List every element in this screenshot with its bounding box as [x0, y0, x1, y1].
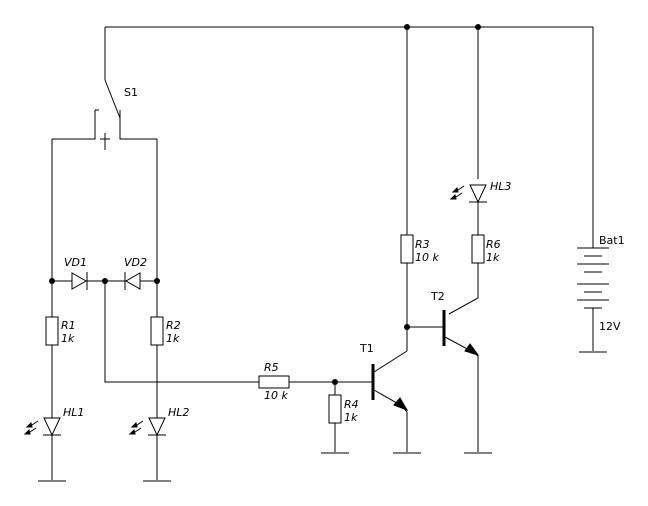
r5-value: 10 k	[264, 389, 288, 402]
led-hl2: HL2	[128, 406, 189, 437]
bat1-value: 12V	[599, 320, 621, 333]
led-hl1: HL1	[23, 406, 84, 437]
r4-label: R4	[344, 398, 359, 411]
resistor-r2: R2 1k	[150, 316, 181, 346]
r1-value: 1k	[61, 332, 75, 345]
diode-vd1: VD1	[64, 256, 88, 290]
transistor-t1: T1	[359, 342, 409, 413]
led-hl3: HL3	[449, 180, 511, 204]
diode-vd2: VD2	[124, 256, 147, 290]
vd1-label: VD1	[64, 256, 87, 269]
r4-value: 1k	[344, 411, 358, 424]
r2-value: 1k	[166, 332, 180, 345]
resistor-r3: R3 10 k	[400, 234, 439, 264]
hl3-label: HL3	[490, 180, 511, 193]
r6-value: 1k	[486, 251, 500, 264]
junction-dots	[49, 24, 481, 385]
r1-label: R1	[61, 319, 76, 332]
resistor-r6: R6 1k	[471, 234, 501, 264]
hl2-label: HL2	[168, 406, 189, 419]
r2-label: R2	[166, 319, 181, 332]
resistor-r4: R4 1k	[328, 394, 359, 424]
s1-label: S1	[124, 86, 138, 99]
vd2-label: VD2	[124, 256, 147, 269]
r3-value: 10 k	[415, 251, 439, 264]
r6-label: R6	[486, 238, 501, 251]
r5-label: R5	[264, 361, 279, 374]
transistor-t2: T2	[430, 290, 480, 357]
bat1-label: Bat1	[599, 234, 625, 247]
ground-symbols	[38, 351, 607, 482]
switch-s1: S1	[52, 79, 157, 150]
hl1-label: HL1	[63, 406, 84, 419]
battery-bat1: Bat1 12V	[577, 234, 625, 333]
wires	[51, 26, 594, 480]
resistor-r1: R1 1k	[45, 316, 76, 346]
r3-label: R3	[415, 238, 430, 251]
resistor-r5: R5 10 k	[258, 361, 290, 402]
t2-label: T2	[430, 290, 445, 303]
t1-label: T1	[359, 342, 374, 355]
